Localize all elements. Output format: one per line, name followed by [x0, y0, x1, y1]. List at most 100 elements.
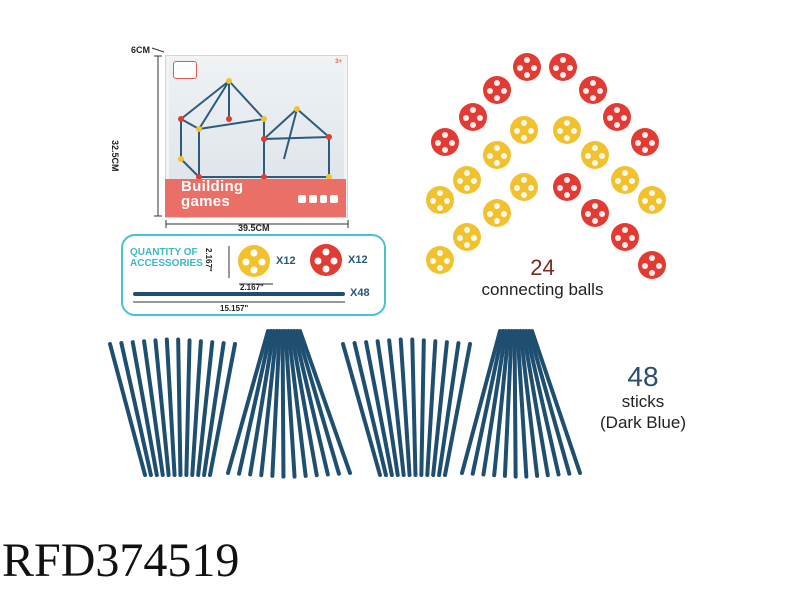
box-scene: [169, 59, 344, 181]
stick: [431, 340, 449, 477]
ball-size-horizontal: 2.167": [240, 283, 264, 292]
stick: [398, 337, 412, 477]
stick: [481, 329, 508, 477]
yellow-connecting-ball: [611, 166, 639, 194]
red-connecting-ball: [431, 128, 459, 156]
red-ball-icon: [310, 244, 342, 276]
red-connecting-ball: [549, 53, 577, 81]
red-ball-quantity: X12: [348, 254, 368, 266]
stick: [295, 329, 341, 476]
stick: [280, 329, 286, 479]
sticks-caption: 48 sticks (Dark Blue): [588, 362, 698, 434]
stick: [237, 329, 273, 476]
yellow-connecting-ball: [453, 223, 481, 251]
stick: [248, 329, 276, 477]
sticks-color-label: (Dark Blue): [600, 413, 686, 432]
stick: [142, 339, 165, 477]
stick: [375, 339, 400, 477]
stick-length-label: 15.157": [220, 304, 249, 313]
stick: [352, 341, 388, 477]
red-connecting-ball: [638, 251, 666, 279]
yellow-ball-quantity: X12: [276, 255, 296, 267]
red-connecting-ball: [603, 103, 631, 131]
yellow-connecting-ball: [553, 116, 581, 144]
yellow-ball-dimension-diagram: [228, 246, 273, 285]
box-width-label: 39.5CM: [238, 223, 270, 233]
stick: [364, 340, 394, 477]
stick: [425, 339, 438, 477]
stick: [208, 342, 237, 477]
age-badge: 3+: [335, 59, 342, 65]
red-connecting-ball: [553, 173, 581, 201]
accessories-panel: [121, 234, 386, 316]
yellow-connecting-ball: [483, 199, 511, 227]
stick: [202, 341, 226, 477]
stick: [196, 340, 215, 477]
stick: [130, 340, 159, 477]
stick: [270, 329, 282, 478]
red-connecting-ball: [631, 128, 659, 156]
stick: [518, 329, 540, 478]
box-title-line1: Building: [181, 178, 244, 195]
stick: [530, 329, 582, 475]
red-connecting-ball: [611, 223, 639, 251]
box-title: Building games: [181, 179, 243, 209]
stick: [292, 329, 330, 477]
stick: [341, 342, 382, 477]
balls-count: 24: [530, 255, 555, 280]
yellow-connecting-ball: [581, 141, 609, 169]
yellow-connecting-ball: [483, 141, 511, 169]
stick: [492, 329, 511, 478]
yellow-connecting-ball: [510, 116, 538, 144]
stick: [502, 329, 514, 478]
connecting-balls-arrangement: [426, 53, 666, 279]
stick: [283, 329, 297, 479]
stick-icon: [133, 292, 345, 296]
stick-quantity: X48: [350, 287, 370, 299]
stick: [298, 329, 352, 475]
stick: [190, 339, 203, 477]
stick: [527, 329, 572, 476]
stick: [176, 337, 183, 477]
yellow-connecting-ball: [510, 173, 538, 201]
stick: [524, 329, 561, 477]
box-feature-icons: [298, 195, 338, 205]
yellow-connecting-ball: [638, 186, 666, 214]
stick: [410, 337, 418, 477]
tent-frame-illustration: [178, 78, 332, 180]
stick: [184, 338, 192, 477]
stick: [443, 342, 472, 477]
red-connecting-ball: [513, 53, 541, 81]
stick: [164, 337, 177, 477]
sticks-count: 48: [627, 361, 659, 392]
stick: [108, 342, 147, 477]
box-height-label: 32.5CM: [110, 140, 120, 172]
red-connecting-ball: [581, 199, 609, 227]
box-title-line2: games: [181, 193, 231, 210]
accessories-title: QUANTITY OF ACCESSORIES: [130, 247, 203, 269]
stick: [289, 329, 319, 478]
yellow-connecting-ball: [426, 186, 454, 214]
stick: [119, 341, 153, 477]
stick: [419, 338, 426, 477]
balls-label: connecting balls: [481, 280, 604, 299]
balls-caption: 24 connecting balls: [470, 256, 615, 300]
stick: [153, 338, 171, 477]
box-depth-label: 6CM: [131, 45, 151, 55]
stick: [437, 341, 461, 477]
stick: [460, 329, 502, 475]
product-box-image: 3+ Building games: [165, 55, 348, 218]
stick: [259, 329, 279, 478]
yellow-connecting-ball: [426, 246, 454, 274]
stick: [521, 329, 550, 478]
stick: [515, 329, 529, 479]
yellow-ball-icon: [238, 245, 270, 277]
sticks-arrangement: [108, 329, 582, 479]
stick: [512, 329, 518, 479]
brand-logo-icon: [173, 61, 197, 79]
product-code: RFD374519: [2, 534, 240, 587]
box-dimension-lines: [151, 47, 349, 228]
stick-length-line: [133, 301, 345, 303]
red-connecting-ball: [483, 76, 511, 104]
stick: [387, 338, 406, 477]
